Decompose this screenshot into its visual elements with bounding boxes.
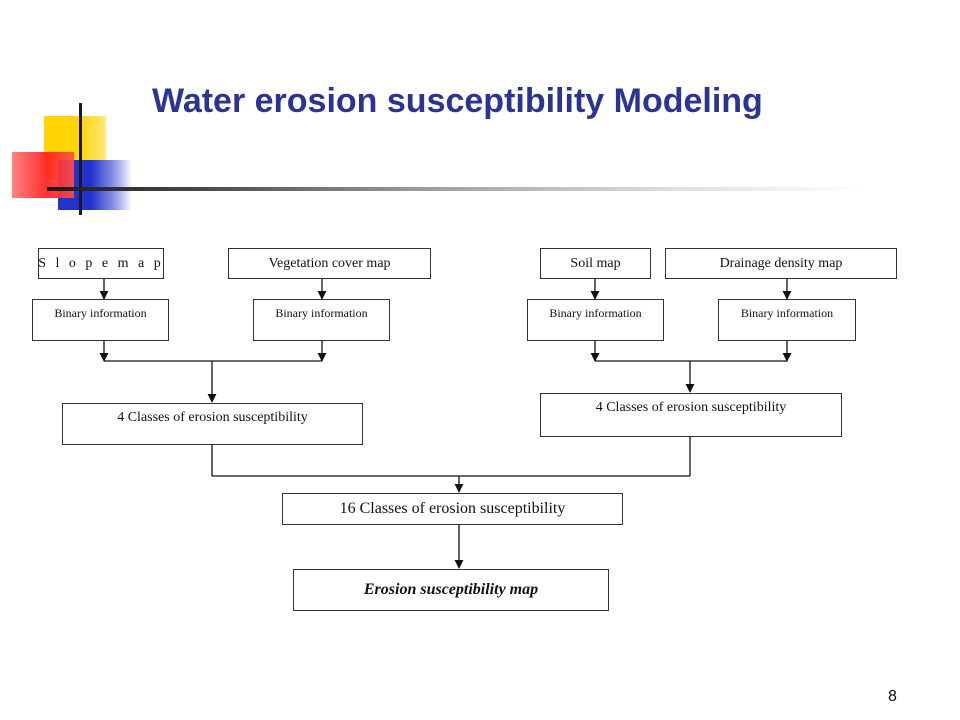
left-4-classes-box: 4 Classes of erosion susceptibility bbox=[62, 403, 363, 445]
page-number: 8 bbox=[888, 688, 897, 705]
combined-16-classes-box: 16 Classes of erosion susceptibility bbox=[282, 493, 623, 525]
vegetation-cover-map-box: Vegetation cover map bbox=[228, 248, 431, 279]
drainage-density-map-box: Drainage density map bbox=[665, 248, 897, 279]
erosion-susceptibility-map-box: Erosion susceptibility map bbox=[293, 569, 609, 611]
binary-info-drainage: Binary information bbox=[718, 299, 856, 341]
binary-info-slope: Binary information bbox=[32, 299, 169, 341]
slide-title: Water erosion susceptibility Modeling bbox=[152, 82, 763, 120]
binary-info-vegetation: Binary information bbox=[253, 299, 390, 341]
slope-map-box: S l o p e m a p bbox=[38, 248, 164, 279]
binary-info-soil: Binary information bbox=[527, 299, 664, 341]
right-4-classes-box: 4 Classes of erosion susceptibility bbox=[540, 393, 842, 437]
soil-map-box: Soil map bbox=[540, 248, 651, 279]
decor-vertical-line bbox=[79, 103, 82, 215]
title-underline bbox=[47, 187, 867, 191]
